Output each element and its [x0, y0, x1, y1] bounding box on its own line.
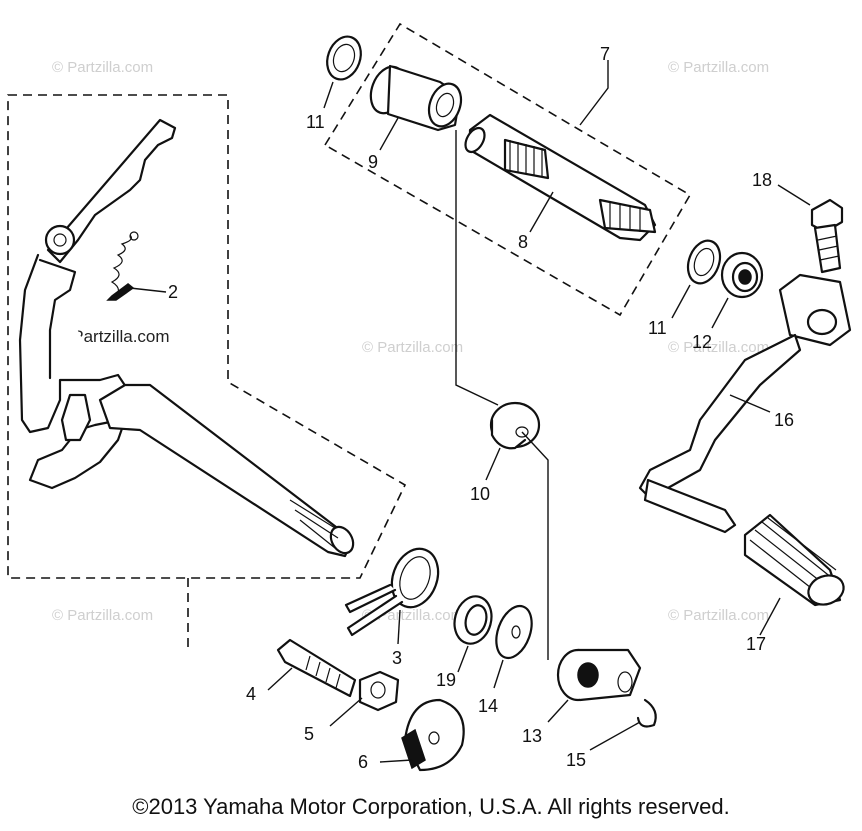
oil-seal-part-12: [720, 251, 764, 299]
label-part-13: 13: [522, 726, 542, 746]
callout-labels: 2 3 4 5 6 7 8 9 10 11 11 12 13 14 15 16 …: [168, 44, 794, 772]
label-part-18: 18: [752, 170, 772, 190]
watermark: © Partzilla.com: [52, 607, 153, 624]
label-part-9: 9: [368, 152, 378, 172]
plate-part-6: [401, 698, 465, 772]
label-part-4: 4: [246, 684, 256, 704]
washer-part-11-right: [686, 239, 722, 285]
label-part-14: 14: [478, 696, 498, 716]
label-part-16: 16: [774, 410, 794, 430]
label-part-10: 10: [470, 484, 490, 504]
leader-lines: [129, 60, 811, 763]
watermark: © Partzilla.com: [668, 339, 769, 356]
washer-part-14: [495, 604, 533, 660]
watermark: © Partzilla.com: [668, 59, 769, 76]
label-part-5: 5: [304, 724, 314, 744]
clip-part-15: [636, 698, 657, 728]
watermark: © Partzilla.com: [52, 59, 153, 76]
bolt-part-18: [810, 198, 844, 274]
label-part-8: 8: [518, 232, 528, 252]
bearing-part-19: [453, 595, 493, 645]
shift-shaft-assembly: [18, 118, 355, 558]
shift-pedal-part-16: [638, 273, 852, 534]
nut-part-5: [358, 670, 400, 712]
pedal-rubber-part-17: [743, 513, 845, 607]
watermark: © Partzilla.com: [668, 607, 769, 624]
label-part-19: 19: [436, 670, 456, 690]
watermark-strong: © Partzilla.com: [55, 327, 170, 346]
label-part-6: 6: [358, 752, 368, 772]
label-part-11-right: 11: [648, 318, 667, 338]
label-part-17: 17: [746, 634, 766, 654]
label-part-2: 2: [168, 282, 178, 302]
label-part-7: 7: [600, 44, 610, 64]
watermarks: © Partzilla.com © Partzilla.com © Partzi…: [52, 59, 769, 624]
label-part-11: 11: [306, 112, 325, 132]
spring-part-3: [344, 547, 440, 637]
label-part-15: 15: [566, 750, 586, 770]
assembly-outline-7: [323, 22, 692, 317]
assembly-outline-shift-shaft: [7, 94, 407, 579]
watermark: © Partzilla.com: [362, 339, 463, 356]
bushing-part-10: [489, 401, 541, 450]
stud-part-4: [276, 638, 357, 698]
label-part-3: 3: [392, 648, 402, 668]
spring-part-2: [106, 231, 139, 301]
shift-shaft-part-7: [326, 35, 657, 242]
copyright-notice: ©2013 Yamaha Motor Corporation, U.S.A. A…: [132, 794, 730, 819]
label-part-12: 12: [692, 332, 712, 352]
collar-part-13: [556, 648, 642, 702]
